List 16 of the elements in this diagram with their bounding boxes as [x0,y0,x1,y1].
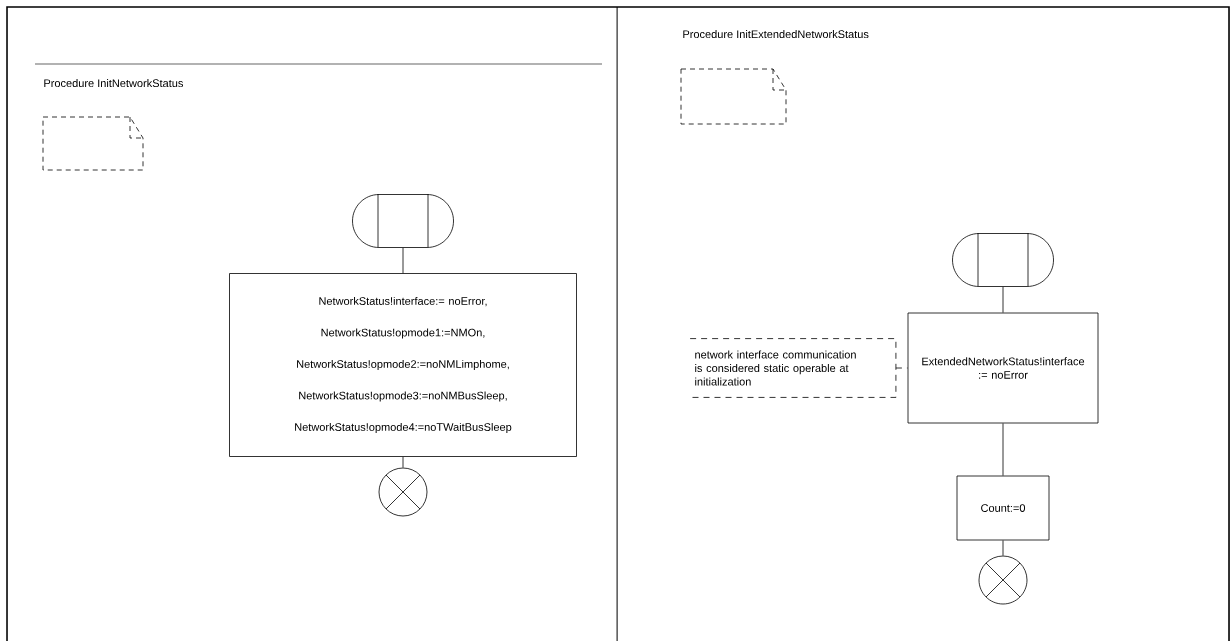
end-symbol [978,555,1028,605]
start-symbol [952,232,1054,287]
connector [1002,540,1004,556]
connector [895,367,908,369]
task-box: NetworkStatus!interface:= noError, NetworkStatus!opmode1:=NMOn, NetworkStatus!opmode2:=noNMLimphome, NetworkStatus!opmode3:=noNMBusSleep, NetworkStatus!opmode4:=noTWaitBusSleep [229,273,577,457]
comment-box: network interface communication is considered static operable at initialization [689,338,897,398]
task-box: ExtendedNetworkStatus!interface := noError [907,312,1099,424]
procedure-title: Procedure InitExtendedNetworkStatus [683,30,869,39]
task-box: Count:=0 [956,475,1050,541]
connector [1002,423,1004,476]
start-symbol [352,193,454,248]
connector [1002,286,1004,313]
connector [402,456,404,468]
end-symbol [378,467,428,517]
connector [402,247,404,274]
procedure-title: Procedure InitNetworkStatus [44,79,183,88]
